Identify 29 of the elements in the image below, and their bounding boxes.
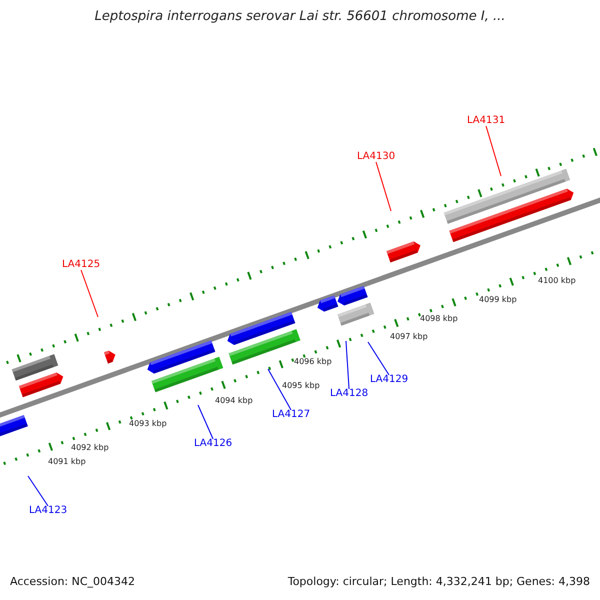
- gene-label: LA4131: [467, 116, 506, 126]
- scale-label: 4092 kbp: [71, 444, 109, 452]
- scale-label: 4100 kbp: [538, 277, 576, 285]
- gene-label: LA4127: [272, 410, 310, 420]
- gene-label: LA4128: [330, 389, 368, 399]
- gene-label: LA4129: [370, 375, 408, 385]
- gene-label: LA4123: [29, 506, 68, 516]
- title: Leptospira interrogans serovar Lai str. 56601 chromosome I, ...: [94, 10, 506, 23]
- leader-line: [28, 476, 49, 506]
- scale-label: 4097 kbp: [390, 333, 428, 341]
- scale-label: 4098 kbp: [420, 315, 458, 323]
- scale-label: 4096 kbp: [294, 358, 332, 366]
- leader-line: [368, 342, 390, 376]
- scale-label: 4094 kbp: [215, 397, 253, 405]
- leader-line: [486, 126, 502, 176]
- leader-line: [198, 404, 214, 440]
- scale-label: 4093 kbp: [129, 420, 167, 428]
- accession-text: Accession: NC_004342: [10, 576, 136, 587]
- gene-label: LA4125: [62, 260, 100, 270]
- leader-line: [346, 340, 350, 390]
- gene-label: LA4130: [357, 152, 396, 162]
- gene-label: LA4126: [194, 439, 232, 449]
- leader-line: [268, 368, 292, 410]
- scale-label: 4091 kbp: [48, 458, 86, 466]
- scale-label: 4099 kbp: [479, 296, 517, 304]
- leader-line: [80, 270, 98, 318]
- leader-line: [376, 162, 392, 212]
- scale-label: 4095 kbp: [282, 382, 320, 390]
- genome-info-text: Topology: circular; Length: 4,332,241 bp; Genes: 4,398: [286, 576, 590, 587]
